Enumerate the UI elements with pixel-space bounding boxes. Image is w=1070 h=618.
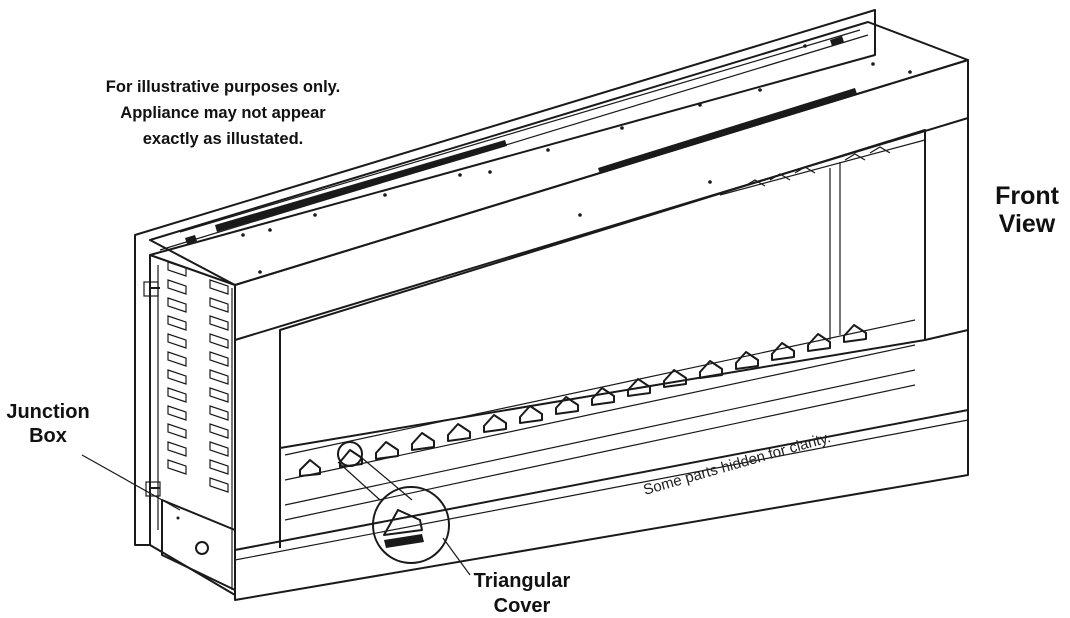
triangular-cover-callout	[337, 441, 471, 576]
front-view-line-1: Front	[995, 182, 1060, 210]
top-screws	[241, 44, 912, 274]
junction-box-line-1: Junction	[6, 401, 89, 423]
disclaimer-line-1: For illustrative purposes only.	[106, 78, 340, 96]
top-ornaments	[744, 146, 891, 187]
front-view-line-2: View	[999, 210, 1056, 238]
viewing-opening	[279, 129, 926, 521]
louvres-row-a	[167, 261, 187, 475]
top-box	[149, 21, 969, 286]
disclaimer-line-3: exactly as illustated.	[143, 130, 304, 148]
hidden-parts-note: Some parts hidden for clarity.	[641, 429, 832, 499]
junction-box-leader	[81, 454, 181, 511]
magnifier-circle	[372, 486, 450, 564]
disclaimer-line-2: Appliance may not appear	[120, 104, 326, 122]
side-brackets	[143, 281, 161, 497]
knockout-icon	[195, 541, 209, 555]
triangular-covers	[299, 324, 867, 477]
triangular-cover-line-1: Triangular	[474, 570, 571, 592]
top-vents	[185, 36, 857, 244]
front-frame	[234, 59, 969, 601]
triangular-cover-line-2: Cover	[494, 595, 551, 617]
junction-box-line-2: Box	[29, 425, 67, 447]
junction-box	[161, 499, 236, 591]
louvres-row-b	[209, 279, 229, 493]
